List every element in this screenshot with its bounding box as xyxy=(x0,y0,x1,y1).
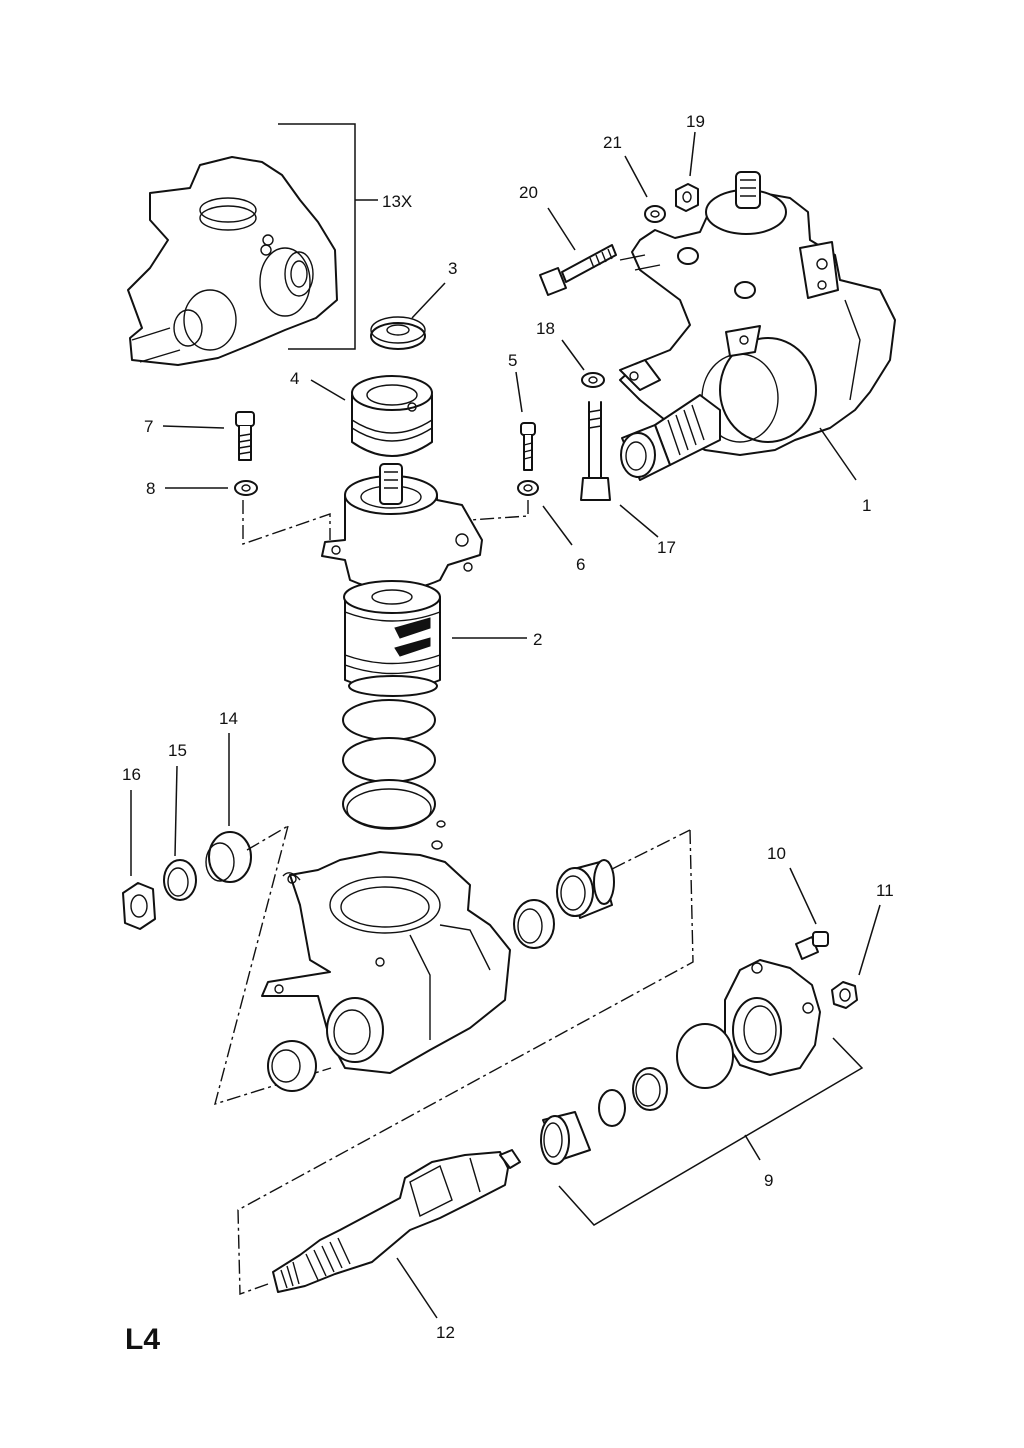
part-7-bolt[interactable] xyxy=(235,411,255,461)
callout-3: 3 xyxy=(448,259,457,278)
part-9-end-cover[interactable] xyxy=(724,959,821,1076)
main-gear-housing[interactable] xyxy=(261,851,511,1074)
page-code: L4 xyxy=(125,1323,160,1356)
part-11-nut[interactable] xyxy=(831,981,858,1009)
part-18-washer[interactable] xyxy=(581,372,605,388)
part-13x-valve-housing[interactable] xyxy=(127,156,338,366)
part-3-seal[interactable] xyxy=(370,316,426,350)
callout-9: 9 xyxy=(764,1171,773,1190)
callout-8: 8 xyxy=(146,479,155,498)
callout-20: 20 xyxy=(519,183,538,202)
part-8-washer[interactable] xyxy=(234,480,258,496)
part-9-needle-bearing[interactable] xyxy=(540,1111,591,1165)
part-9-seal[interactable] xyxy=(632,1067,668,1111)
part-14-seal-ring[interactable] xyxy=(205,831,252,883)
callout-2: 2 xyxy=(533,630,542,649)
callout-14: 14 xyxy=(219,709,238,728)
callout-1: 1 xyxy=(862,496,871,515)
callout-16: 16 xyxy=(122,765,141,784)
callout-7: 7 xyxy=(144,417,153,436)
housing-oil-seal[interactable] xyxy=(267,1040,317,1092)
part-10-bolt[interactable] xyxy=(795,931,829,960)
o-ring-stack[interactable] xyxy=(342,699,446,850)
part-20-long-bolt[interactable] xyxy=(539,244,617,296)
part-16-nut[interactable] xyxy=(122,882,156,930)
part-21-lock-washer[interactable] xyxy=(644,205,666,223)
part-15-snap-ring[interactable] xyxy=(163,859,197,901)
callout-10: 10 xyxy=(767,844,786,863)
part-17-long-bolt[interactable] xyxy=(580,401,611,501)
needle-bearing[interactable] xyxy=(556,859,615,919)
callout-11: 11 xyxy=(876,881,894,900)
bearing-race[interactable] xyxy=(513,899,555,949)
callout-6: 6 xyxy=(576,555,585,574)
callout-4: 4 xyxy=(290,369,299,388)
callout-17: 17 xyxy=(657,538,676,557)
part-9-snap-ring[interactable] xyxy=(598,1089,626,1127)
part-19-nut[interactable] xyxy=(675,183,699,212)
callout-19: 19 xyxy=(686,112,705,131)
callout-12: 12 xyxy=(436,1323,455,1342)
callout-5: 5 xyxy=(508,351,517,370)
part-12-input-shaft[interactable] xyxy=(272,1149,521,1293)
callout-15: 15 xyxy=(168,741,187,760)
callout-18: 18 xyxy=(536,319,555,338)
part-2-valve-sleeve[interactable] xyxy=(343,580,441,697)
part-1-steering-gear-assembly[interactable] xyxy=(619,171,896,481)
callout-21: 21 xyxy=(603,133,622,152)
part-4-valve-cap[interactable] xyxy=(351,375,433,457)
part-valve-body-upper[interactable] xyxy=(321,463,483,591)
part-5-bolt[interactable] xyxy=(520,422,536,471)
part-9-o-ring[interactable] xyxy=(676,1023,734,1089)
part-6-washer[interactable] xyxy=(517,480,539,496)
callout-13x: 13X xyxy=(382,192,412,211)
